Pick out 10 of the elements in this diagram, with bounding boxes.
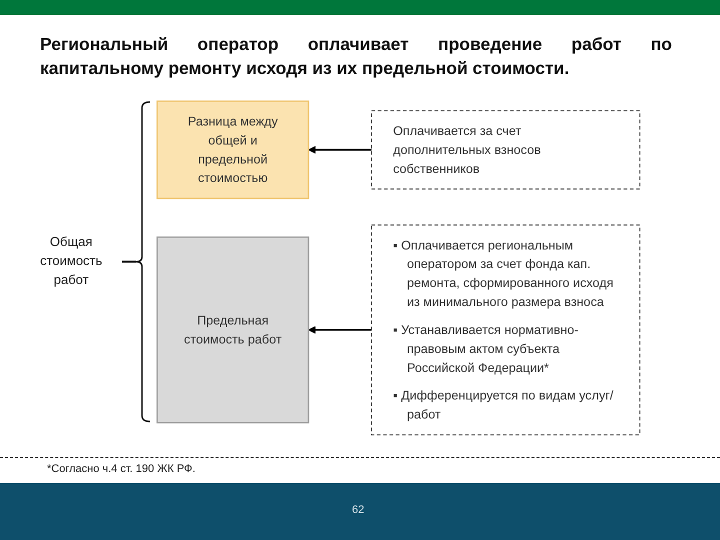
process-box: Предельная стоимость работ	[156, 236, 310, 424]
page-number: 62	[352, 504, 364, 516]
process-box: Разница между общей и предельной стоимостью	[156, 100, 310, 200]
footnote: *Согласно ч.4 ст. 190 ЖК РФ.	[47, 463, 196, 475]
note-box: Оплачивается за счет дополнительных взносов собственников	[371, 110, 640, 190]
note-box: ▪ Оплачивается региональным оператором за счет фонда кап. ремонта, сформированного исходя из минимального размера взноса ▪ Устанавливается нормативно-правовым актом субъекта Российской Федерации* ▪ Дифференцируется по видам услуг/работ	[371, 224, 640, 436]
slide-title: Региональный оператор оплачивает проведение работ по капитальному ремонту исходя из их предельной стоимости.	[40, 33, 672, 80]
bracket-label: Общая стоимость работ	[39, 233, 104, 290]
arrow	[308, 146, 372, 154]
arrow	[308, 326, 372, 334]
